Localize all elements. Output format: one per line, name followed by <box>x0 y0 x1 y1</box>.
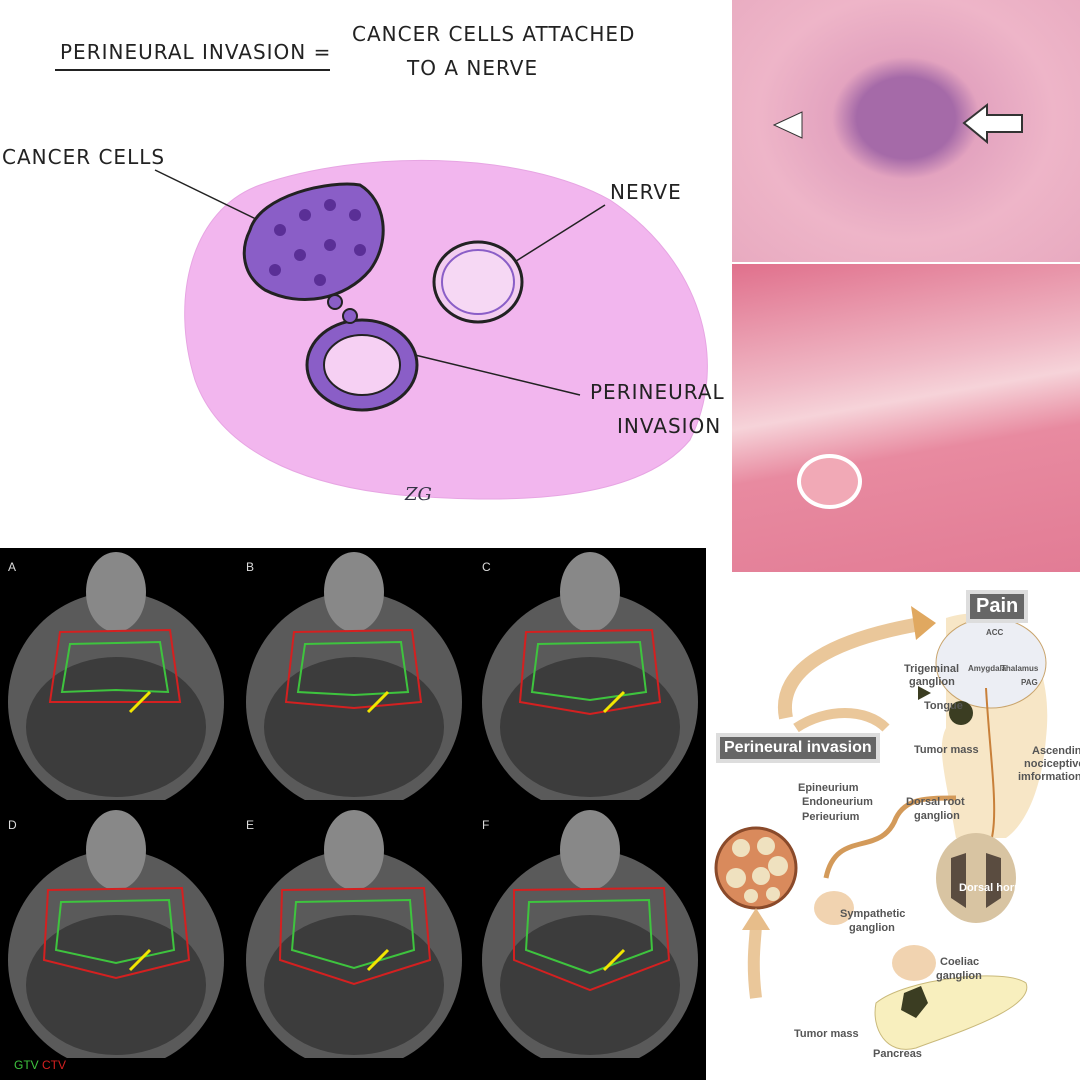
label-amygdala: Amygdala <box>968 664 1007 673</box>
perineural-invasion-label: Perineural invasion <box>716 733 880 763</box>
label-tongue: Tongue <box>924 700 963 712</box>
mri-figure: A B C D E F GTV CTV <box>0 548 706 1080</box>
label-drg-1: Dorsal root <box>906 796 965 808</box>
label-tumor-mass-pancreas: Tumor mass <box>794 1028 859 1040</box>
legend-gtv: GTV <box>14 1058 39 1072</box>
label-epineurium: Epineurium <box>798 782 859 794</box>
nerve <box>432 240 524 324</box>
svg-text:ZG: ZG <box>404 484 432 505</box>
label-endoneurium: Endoneurium <box>802 796 873 808</box>
label-thalamus: Thalamus <box>1001 664 1039 673</box>
label-dorsal-horn: Dorsal horn <box>959 882 1021 894</box>
label-trigeminal-2: ganglion <box>909 676 955 688</box>
mri-legend: GTV CTV <box>14 1058 66 1072</box>
label-trigeminal-1: Trigeminal <box>904 663 960 675</box>
pain-label: Pain <box>966 590 1029 623</box>
legend-ctv: CTV <box>42 1058 67 1072</box>
mri-panel-c: C <box>474 552 706 800</box>
panel-letter: D <box>8 818 17 832</box>
title-right-line1: CANCER CELLS ATTACHED <box>352 22 636 46</box>
label-cancer-cells: CANCER CELLS <box>2 145 166 169</box>
cancer-cells-cluster <box>242 182 385 301</box>
label-ascending-3: imformation <box>1018 771 1080 783</box>
arrow-markers <box>772 102 1023 145</box>
perineural-invasion-drawing <box>305 294 419 412</box>
histology-image-bottom <box>732 264 1080 572</box>
label-acc: ACC <box>986 628 1004 637</box>
label-tumor-mass-head: Tumor mass <box>914 744 979 756</box>
label-pancreas: Pancreas <box>873 1048 922 1060</box>
label-nerve: NERVE <box>610 180 682 204</box>
panel-letter: B <box>246 560 255 574</box>
title-right-line2: TO A NERVE <box>407 56 539 80</box>
panel-letter: C <box>482 560 491 574</box>
mri-panel-a: A <box>0 552 232 800</box>
label-coeliac-2: ganglion <box>936 970 982 982</box>
panel-letter: A <box>8 560 17 574</box>
vessel <box>797 454 862 509</box>
panel-letter: E <box>246 818 255 832</box>
mri-panel-e: E <box>238 810 470 1058</box>
perineural-illustration: ZG PERINEURAL INVASION = CANCER CELLS AT… <box>0 0 730 545</box>
mri-panel-d: D <box>0 810 232 1058</box>
illustration-drawing: ZG <box>55 69 708 505</box>
label-perineural-2: INVASION <box>617 414 722 438</box>
pain-pathway-diagram: Pain ACC Amygdala Thalamus PAG Trigemina… <box>706 578 1080 1080</box>
label-perieurium: Perieurium <box>802 811 860 823</box>
label-perineural-1: PERINEURAL <box>590 380 725 404</box>
label-drg-2: ganglion <box>914 810 960 822</box>
diagram-drawing <box>714 606 1048 1050</box>
histology-image-top <box>732 0 1080 262</box>
mri-panel-f: F <box>474 810 706 1058</box>
label-sympathetic-1: Sympathetic <box>840 908 906 920</box>
title-left: PERINEURAL INVASION = <box>60 40 332 64</box>
mri-panel-b: B <box>238 552 470 800</box>
label-ascending-2: nociceptive <box>1024 758 1080 770</box>
label-sympathetic-2: ganglion <box>849 922 895 934</box>
label-coeliac-1: Coeliac <box>940 956 980 968</box>
label-ascending-1: Ascending <box>1032 745 1080 757</box>
panel-letter: F <box>482 818 490 832</box>
label-pag: PAG <box>1021 678 1038 687</box>
